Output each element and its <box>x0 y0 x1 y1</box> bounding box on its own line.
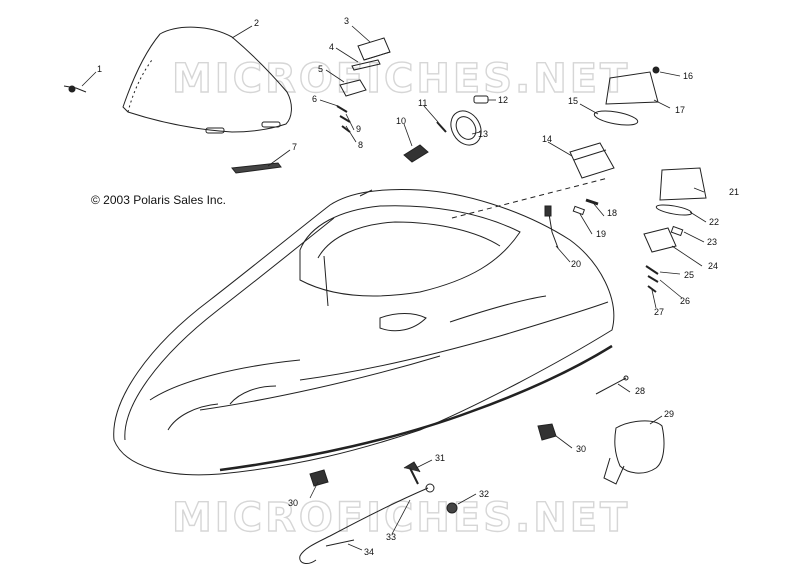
part-hood <box>113 189 615 476</box>
part-28-pin <box>595 375 629 395</box>
part-12-bulb <box>473 95 489 104</box>
callout-12: 12 <box>498 95 508 105</box>
callout-30-right: 30 <box>576 444 586 454</box>
callout-27: 27 <box>654 307 664 317</box>
part-30-clip-left <box>309 469 329 487</box>
callout-10: 10 <box>396 116 406 126</box>
part-23-insert <box>670 225 684 237</box>
part-14-housing <box>569 142 615 179</box>
callout-31: 31 <box>435 453 445 463</box>
part-25-27-fasteners <box>645 265 659 293</box>
callout-14: 14 <box>542 134 552 144</box>
callout-13: 13 <box>478 129 488 139</box>
callout-11: 11 <box>418 98 427 108</box>
part-32-nut <box>446 502 458 514</box>
part-19-plug <box>572 205 586 216</box>
callout-32: 32 <box>479 489 489 499</box>
callout-20: 20 <box>571 259 581 269</box>
callout-labels: 1 2 3 4 5 6 7 8 9 10 11 12 13 14 15 16 1… <box>97 16 739 557</box>
leader-lines <box>81 25 707 551</box>
callout-4: 4 <box>329 42 334 52</box>
assembly-line <box>451 177 609 219</box>
part-10-switch <box>403 144 429 163</box>
part-31-bolt <box>403 461 421 485</box>
part-24-bezel <box>643 227 677 253</box>
part-18-fitting <box>585 198 599 206</box>
callout-33: 33 <box>386 532 396 542</box>
part-34-pin <box>325 539 355 547</box>
part-30-clip-right <box>537 423 557 441</box>
callout-25: 25 <box>684 270 694 280</box>
callout-16: 16 <box>683 71 693 81</box>
callout-1: 1 <box>97 64 102 74</box>
callout-9: 9 <box>356 124 361 134</box>
part-2-windshield <box>122 26 292 134</box>
callout-24: 24 <box>708 261 718 271</box>
copyright-notice: © 2003 Polaris Sales Inc. <box>91 193 226 207</box>
callout-28: 28 <box>635 386 645 396</box>
part-4-gasket <box>351 59 381 71</box>
watermark-top: MICROFICHES.NET <box>172 56 630 102</box>
callout-3: 3 <box>344 16 349 26</box>
part-7-bracket <box>231 162 282 174</box>
watermark-bottom: MICROFICHES.NET <box>172 495 630 541</box>
part-11-pin <box>436 121 447 133</box>
callout-26: 26 <box>680 296 690 306</box>
callout-19: 19 <box>596 229 606 239</box>
callout-22: 22 <box>709 217 719 227</box>
callout-18: 18 <box>607 208 617 218</box>
callout-29: 29 <box>664 409 674 419</box>
callout-30-left: 30 <box>288 498 298 508</box>
part-22-gasket <box>655 204 693 216</box>
part-13-gauge <box>450 110 482 146</box>
part-6-8-9-fasteners <box>336 105 351 133</box>
callout-21: 21 <box>729 187 739 197</box>
part-33-cable <box>299 483 435 564</box>
callout-2: 2 <box>254 18 259 28</box>
part-20-harness <box>544 205 559 249</box>
part-3-cover <box>357 37 391 61</box>
callout-17: 17 <box>675 105 685 115</box>
part-15-lens <box>593 110 639 126</box>
callout-7: 7 <box>292 142 297 152</box>
callout-6: 6 <box>312 94 317 104</box>
part-21-cap <box>659 167 707 201</box>
part-1-screw <box>63 85 87 93</box>
part-5-bezel <box>339 79 367 97</box>
callout-34: 34 <box>364 547 374 557</box>
callout-15: 15 <box>568 96 578 106</box>
callout-23: 23 <box>707 237 717 247</box>
part-29-mirror <box>603 420 665 485</box>
callout-8: 8 <box>358 140 363 150</box>
part-16-nut <box>652 66 660 74</box>
callout-5: 5 <box>318 64 323 74</box>
